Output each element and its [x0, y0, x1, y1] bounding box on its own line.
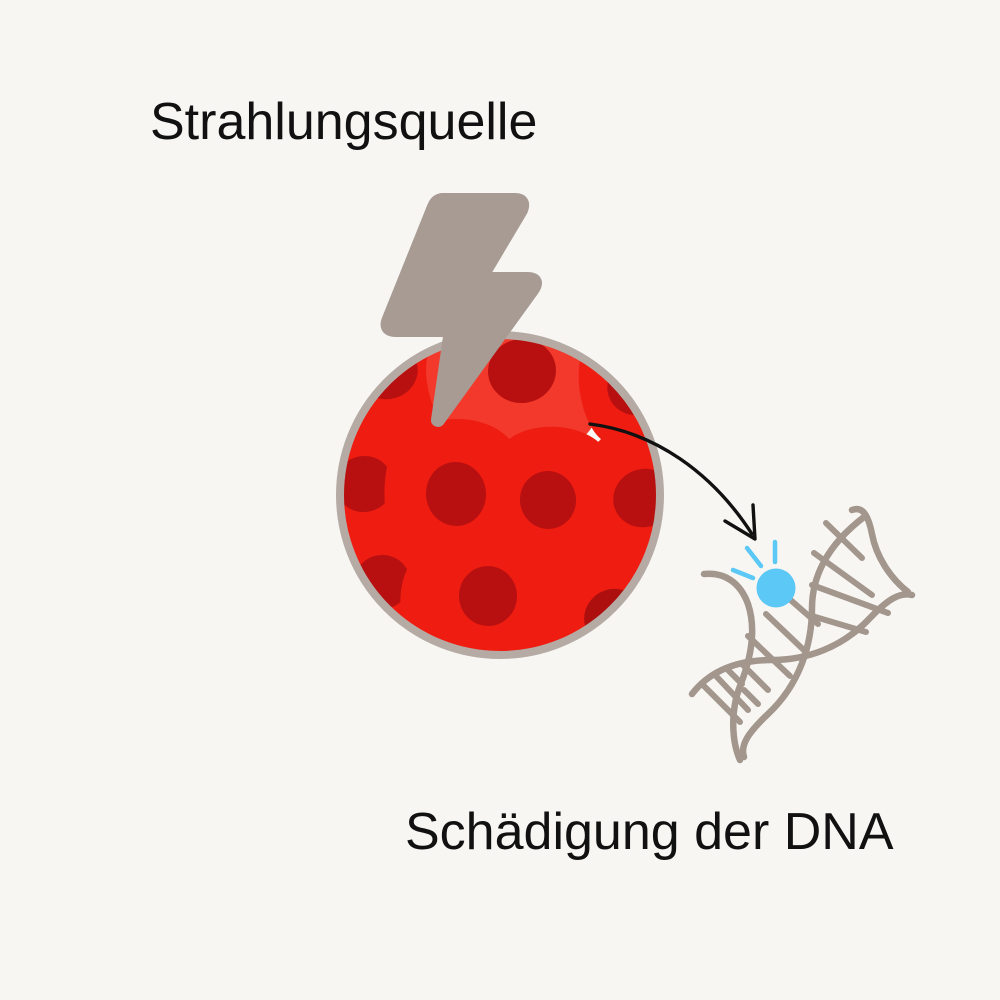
damage-marker-rays: [730, 539, 778, 581]
damage-marker-dot: [756, 568, 796, 608]
page-title-source: Strahlungsquelle: [150, 93, 538, 151]
radiation-bolt-icon: [380, 193, 542, 427]
cell: [340, 419, 412, 571]
dna-rungs-upper: [809, 520, 891, 635]
damage-marker: [730, 539, 796, 608]
dna-strand-d: [848, 505, 912, 596]
page-title-damage: Schädigung der DNA: [405, 803, 894, 861]
dna-strand-c: [700, 570, 756, 764]
cell-cluster-contents: [340, 335, 660, 655]
pointer-arrow: [588, 422, 757, 541]
dna-rungs-lower: [701, 665, 751, 725]
cell-cluster: [336, 331, 664, 659]
dna-rungs-middle: [739, 593, 821, 707]
dna-helix: [688, 505, 916, 764]
